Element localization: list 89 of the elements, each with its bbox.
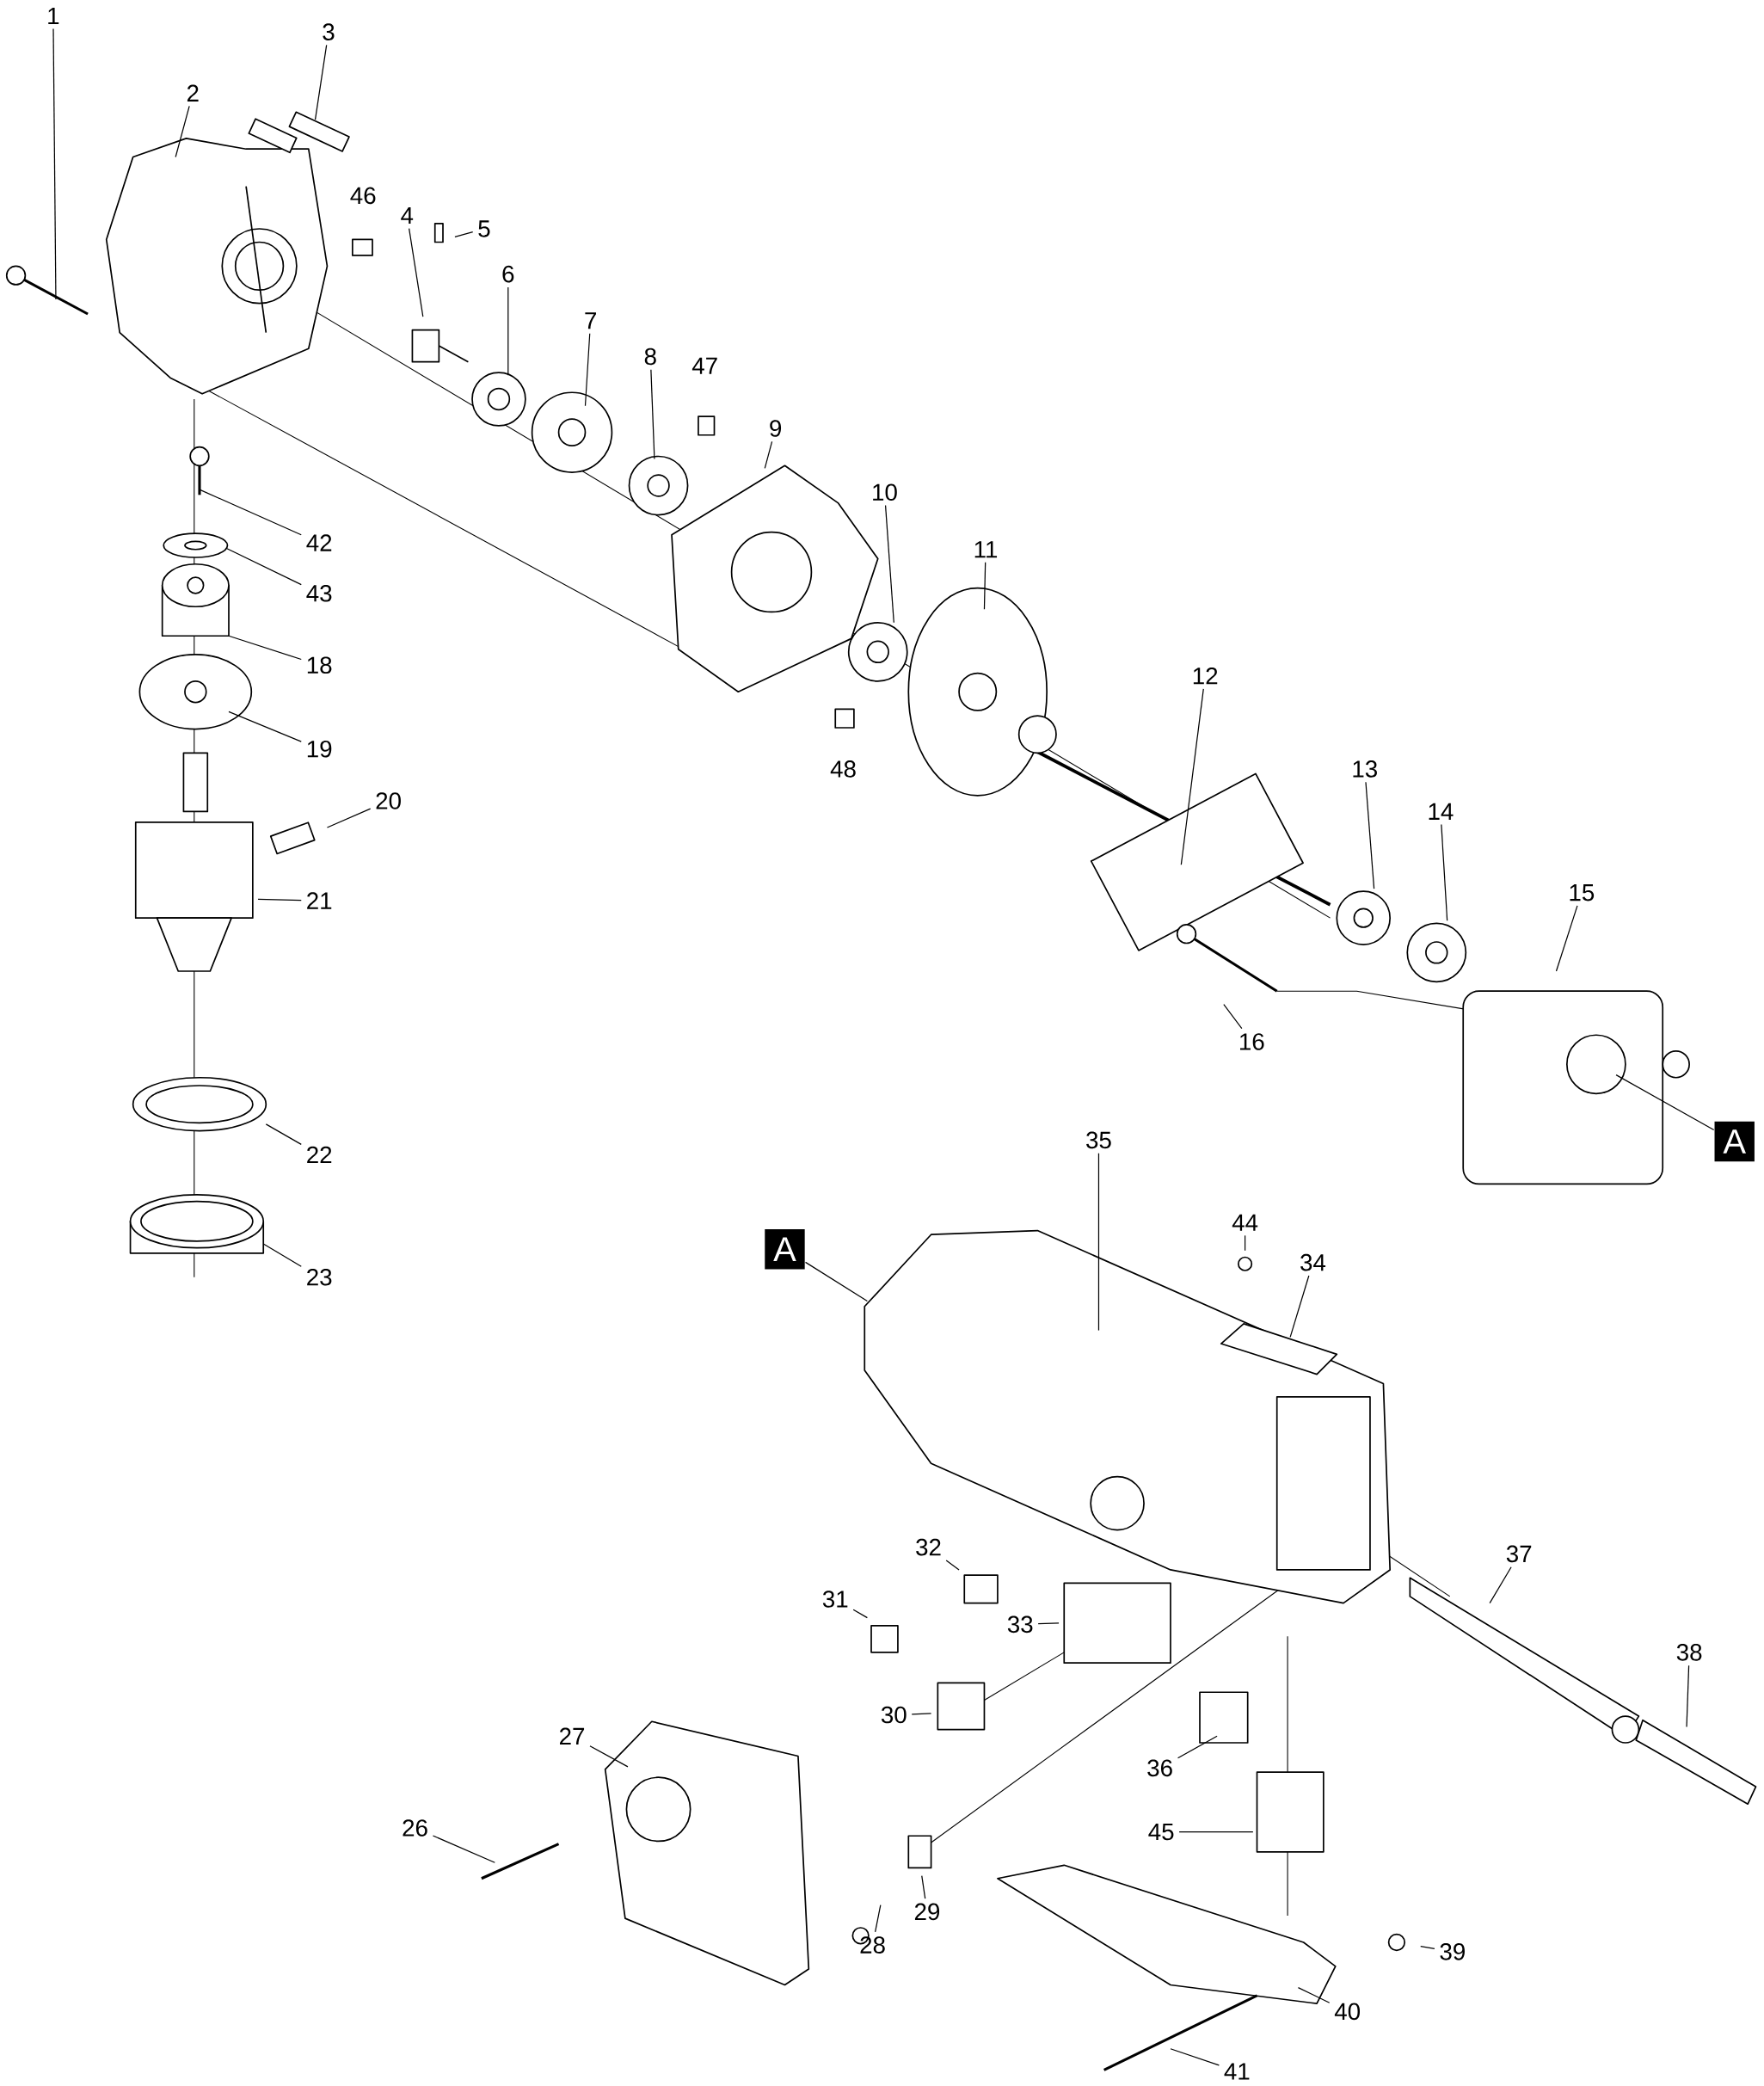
leader-line (1686, 1664, 1690, 1728)
leader-line (265, 1123, 302, 1146)
leader-line (1297, 1986, 1331, 2003)
callout-number: 14 (1429, 803, 1454, 820)
leader-line (225, 547, 302, 586)
leader-line (1365, 781, 1375, 889)
callout-number: 43 (306, 584, 332, 602)
callout-number: 3 (323, 23, 335, 40)
leader-line (1615, 1074, 1715, 1131)
callout-number: 15 (1570, 884, 1595, 901)
leader-line (199, 489, 302, 536)
callout-number: 46 (350, 187, 376, 205)
callout-number: 26 (403, 1819, 427, 1837)
leader-line (257, 898, 302, 901)
callout-number: 30 (882, 1706, 907, 1724)
leader-line (1178, 1831, 1254, 1833)
leader-line (507, 286, 509, 376)
callout-number: 44 (1232, 1214, 1258, 1231)
leader-line (1037, 1622, 1060, 1625)
callout-number: 20 (376, 792, 402, 809)
leader-line (764, 440, 773, 469)
callout-number: 5 (478, 220, 490, 237)
callout-number: 18 (308, 656, 332, 674)
leader-line (1177, 1735, 1218, 1759)
callout-number: 6 (502, 265, 514, 283)
callout-number: 16 (1240, 1033, 1264, 1050)
leader-line (1289, 1275, 1310, 1338)
callout-number: 40 (1335, 2003, 1361, 2021)
callout-number: 33 (1008, 1615, 1033, 1634)
leader-line (911, 1713, 932, 1715)
callout-number: 10 (873, 483, 897, 502)
callout-number: 32 (916, 1538, 941, 1556)
leader-line (228, 711, 302, 742)
callout-number: 1 (48, 8, 59, 25)
callout-number: 34 (1300, 1253, 1326, 1271)
callout-number: 39 (1440, 1943, 1466, 1960)
callout-number: 28 (860, 1936, 885, 1954)
leader-line (52, 28, 57, 300)
callout-number: 12 (1194, 667, 1218, 685)
leader-line (852, 1609, 869, 1619)
callout-number: 36 (1147, 1759, 1172, 1777)
leader-line (585, 333, 591, 407)
leader-line (1098, 1153, 1100, 1332)
callout-number: 42 (306, 534, 332, 551)
callout-number: 13 (1353, 760, 1378, 778)
callout-number: 38 (1676, 1644, 1702, 1661)
leader-line (875, 1904, 882, 1933)
leader-line (315, 44, 328, 120)
leader-line (1170, 2048, 1220, 2066)
callout-number: 37 (1506, 1545, 1532, 1563)
leader-line (1556, 905, 1578, 972)
leader-line (1441, 823, 1448, 921)
leader-line (432, 1835, 496, 1863)
leader-line (1420, 1946, 1435, 1949)
leader-line (945, 1560, 960, 1571)
leader-line (1489, 1566, 1512, 1604)
leader-line (454, 231, 474, 237)
leader-line (1180, 688, 1205, 865)
callout-number: 29 (915, 1903, 940, 1921)
leader-line (1223, 1004, 1243, 1030)
leader-line (327, 808, 372, 828)
leader-line (885, 504, 895, 624)
callout-number: 47 (692, 357, 717, 374)
leader-line (589, 1745, 629, 1768)
callout-number: 7 (585, 312, 597, 329)
callout-number: 31 (823, 1591, 848, 1608)
callout-number: 19 (308, 740, 332, 758)
callout-number: 8 (644, 348, 656, 366)
callout-number: 27 (560, 1727, 585, 1744)
callout-number: 11 (974, 541, 998, 558)
callout-number: 21 (307, 892, 332, 909)
leader-line (175, 105, 190, 158)
leader-line (805, 1261, 869, 1302)
callout-number: 4 (401, 207, 414, 225)
callout-number: 35 (1086, 1131, 1111, 1149)
leader-line (921, 1875, 926, 1899)
callout-number: 45 (1148, 1823, 1174, 1841)
leader-line (228, 635, 302, 661)
leader-line (409, 227, 424, 317)
callout-number: 2 (187, 84, 199, 102)
callout-number: 41 (1224, 2063, 1250, 2080)
leader-line (984, 562, 986, 610)
callout-number: 9 (770, 420, 782, 437)
callout-number: 22 (307, 1146, 332, 1164)
leader-line (650, 369, 655, 460)
leader-line (1245, 1234, 1246, 1252)
callout-number: 48 (830, 760, 856, 778)
callout-number: 23 (307, 1268, 332, 1286)
leader-line (262, 1243, 302, 1267)
